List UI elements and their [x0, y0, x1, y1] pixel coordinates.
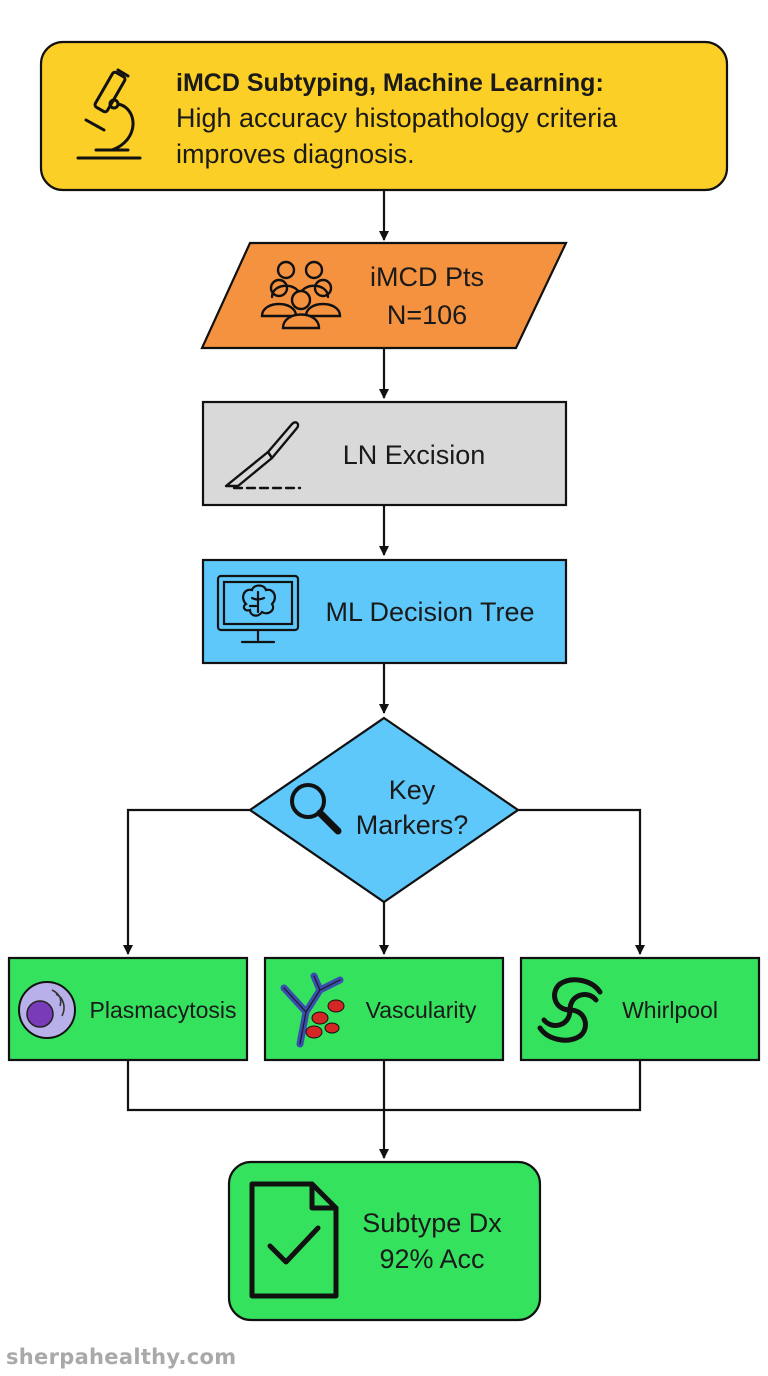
ml-node: ML Decision Tree	[201, 558, 568, 665]
document-check-icon	[249, 1181, 339, 1299]
marker-box-whirlpool: Whirlpool	[519, 956, 761, 1062]
magnifier-icon	[290, 783, 342, 835]
connectors	[123, 190, 645, 1159]
marker-box-plasmacytosis: Plasmacytosis	[7, 956, 249, 1062]
blood-vessel-icon	[280, 972, 345, 1048]
title-line-1: High accuracy histopathology criteria	[176, 103, 618, 133]
whirlpool-icon	[537, 977, 603, 1043]
watermark: sherpahealthy.com	[6, 1345, 237, 1369]
decision-node: Key Markers?	[248, 716, 520, 904]
result-line-1: Subtype Dx	[362, 1208, 502, 1238]
decision-line-1: Key	[389, 775, 436, 805]
patients-line-1: iMCD Pts	[370, 262, 484, 292]
arrow-decision-to-plasmacytosis	[123, 808, 250, 955]
decision-line-2: Markers?	[356, 810, 469, 840]
excision-node: LN Excision	[201, 400, 568, 507]
patients-node: iMCD Pts N=106	[200, 241, 568, 350]
patients-line-2: N=106	[387, 300, 467, 330]
plasma-cell-icon	[18, 981, 76, 1039]
excision-label: LN Excision	[343, 440, 486, 470]
marker-label-vascularity: Vascularity	[366, 997, 477, 1023]
marker-label-plasmacytosis: Plasmacytosis	[90, 997, 237, 1023]
ml-label: ML Decision Tree	[325, 597, 534, 627]
result-line-2: 92% Acc	[379, 1244, 484, 1274]
result-node: Subtype Dx 92% Acc	[227, 1160, 542, 1322]
title-line-2: improves diagnosis.	[176, 139, 415, 169]
marker-box-vascularity: Vascularity	[263, 956, 505, 1062]
title-heading: iMCD Subtyping, Machine Learning:	[176, 69, 604, 97]
title-box: iMCD Subtyping, Machine Learning: High a…	[39, 40, 729, 192]
microscope-icon	[76, 68, 142, 160]
marker-label-whirlpool: Whirlpool	[622, 997, 718, 1023]
arrow-decision-to-whirlpool	[518, 808, 645, 955]
people-group-icon	[260, 260, 342, 330]
brain-monitor-icon	[216, 574, 300, 644]
scalpel-icon	[224, 421, 302, 490]
